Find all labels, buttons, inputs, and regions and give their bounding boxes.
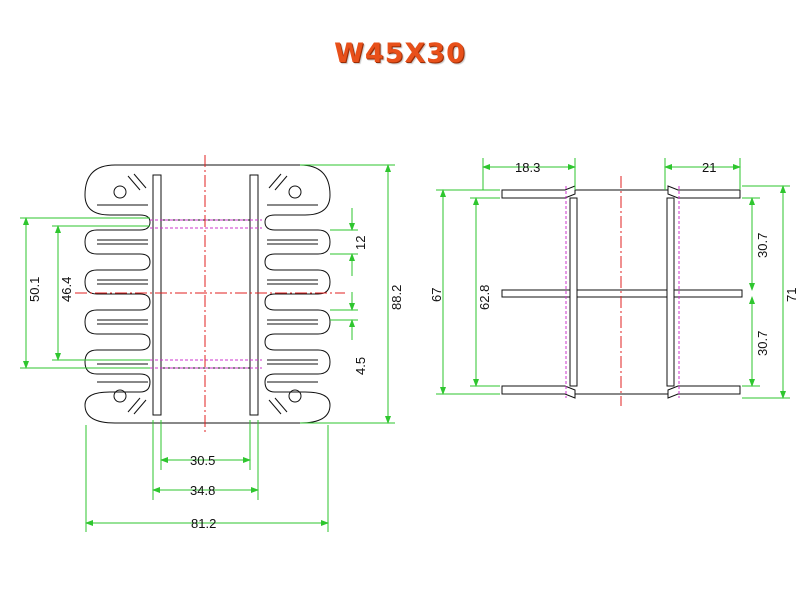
dim-flange-span: 34.8: [190, 483, 215, 498]
dim-lower-half: 30.7: [755, 331, 770, 356]
dim-inner-slot-span: 46.4: [59, 277, 74, 302]
top-flange-right: [667, 185, 741, 199]
top-flange: [501, 185, 576, 199]
bottom-flange: [501, 385, 576, 399]
side-view: 18.3 21 67 62.8 71 30.7 30.7: [429, 158, 799, 406]
dim-inner-height: 67: [429, 288, 444, 302]
middle-flange: [501, 289, 743, 298]
dim-left-offset: 18.3: [515, 160, 540, 175]
left-core-wall: [569, 197, 578, 387]
left-flange: [152, 174, 162, 416]
drawing-title: W45X30: [334, 38, 466, 69]
dim-outer-slot-span: 50.1: [27, 277, 42, 302]
dim-side-overall-height: 71: [784, 288, 799, 302]
bottom-flange-right: [667, 385, 741, 399]
dim-slot-pitch: 12: [353, 236, 368, 250]
pin-hole: [288, 389, 302, 403]
pin-hole: [113, 185, 127, 199]
right-flange: [249, 174, 259, 416]
dim-upper-half: 30.7: [755, 233, 770, 258]
dim-overall-width: 81.2: [191, 516, 216, 531]
dim-winding-height: 62.8: [477, 285, 492, 310]
pin-hole: [113, 389, 127, 403]
pin-hole: [288, 185, 302, 199]
dim-slot-width: 4.5: [353, 357, 368, 375]
dim-overall-height: 88.2: [389, 285, 404, 310]
right-core-wall: [666, 197, 675, 387]
dim-right-offset: 21: [702, 160, 716, 175]
front-view: 30.5 34.8 81.2 50.1 46.4 88.2 12 4.5: [20, 155, 404, 532]
dim-inner-width: 30.5: [190, 453, 215, 468]
